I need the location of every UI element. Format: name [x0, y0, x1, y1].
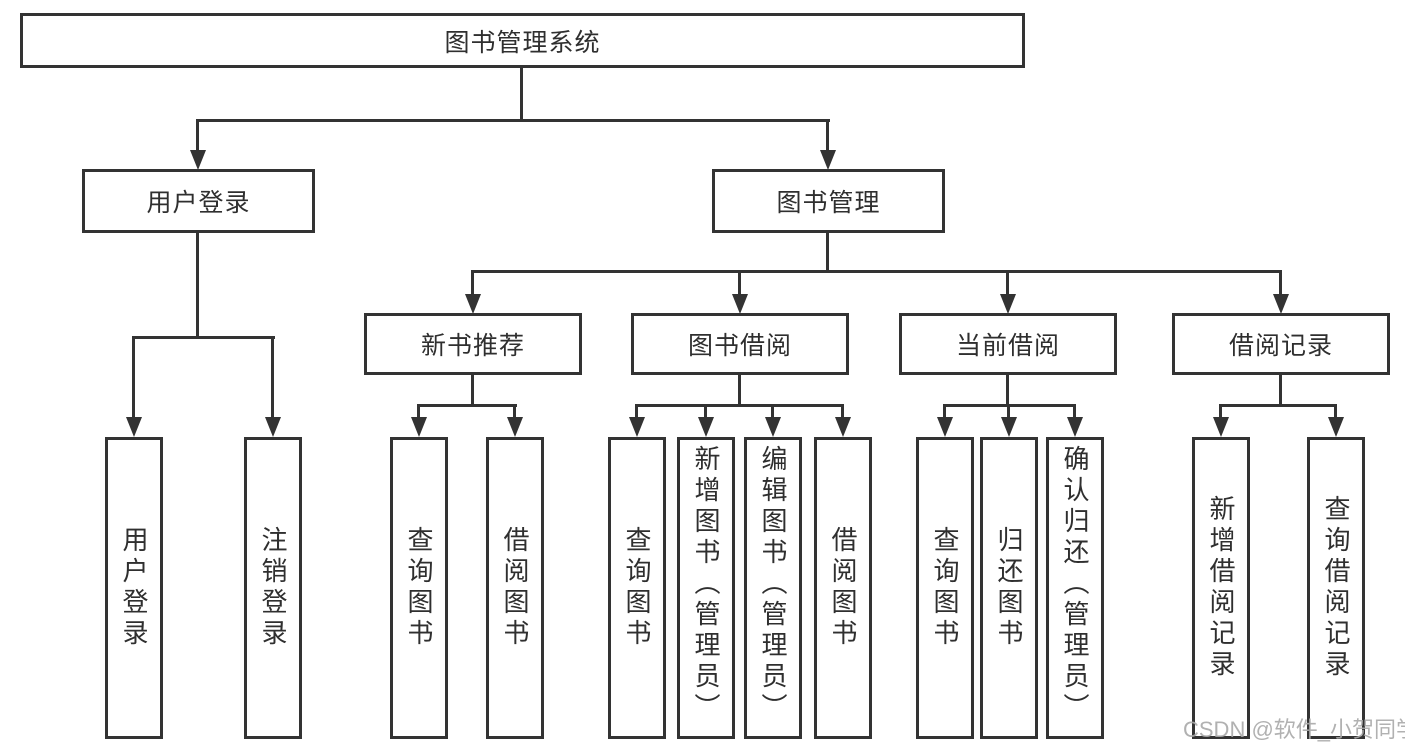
connector-line [513, 404, 516, 420]
connector-line [271, 336, 274, 420]
arrowhead-down-icon [1001, 417, 1017, 437]
node-book-management: 图书管理 [712, 169, 945, 233]
leaf-query-books-1: 查询图书 [390, 437, 448, 739]
arrowhead-down-icon [629, 417, 645, 437]
arrowhead-down-icon [820, 150, 836, 170]
arrowhead-down-icon [1213, 417, 1229, 437]
connector-line [417, 404, 517, 407]
connector-line [1279, 373, 1282, 407]
node-book-borrowing: 图书借阅 [631, 313, 849, 375]
connector-line [1007, 404, 1010, 420]
arrowhead-down-icon [1000, 294, 1016, 314]
arrowhead-down-icon [411, 417, 427, 437]
connector-line [1334, 404, 1337, 420]
arrowhead-down-icon [732, 294, 748, 314]
leaf-query-books-3: 查询图书 [916, 437, 974, 739]
connector-line [471, 373, 474, 407]
connector-line [738, 270, 741, 298]
connector-line [520, 66, 523, 122]
connector-line [635, 404, 844, 407]
connector-line [738, 373, 741, 407]
leaf-logout: 注销登录 [244, 437, 302, 739]
connector-line [943, 404, 946, 420]
connector-line [1006, 373, 1009, 407]
leaf-user-login: 用户登录 [105, 437, 163, 739]
leaf-return-books: 归还图书 [980, 437, 1038, 739]
connector-line [704, 404, 707, 420]
arrowhead-down-icon [190, 150, 206, 170]
connector-line [1219, 404, 1222, 420]
arrowhead-down-icon [465, 294, 481, 314]
connector-line [826, 231, 829, 273]
arrowhead-down-icon [126, 417, 142, 437]
leaf-borrow-books-2: 借阅图书 [814, 437, 872, 739]
node-library-system: 图书管理系统 [20, 13, 1025, 68]
arrowhead-down-icon [698, 417, 714, 437]
leaf-confirm-return-admin: 确认归还（管理员） [1046, 437, 1104, 739]
connector-line [196, 231, 199, 339]
arrowhead-down-icon [765, 417, 781, 437]
connector-line [635, 404, 638, 420]
leaf-query-books-2: 查询图书 [608, 437, 666, 739]
leaf-edit-books-admin: 编辑图书（管理员） [744, 437, 802, 739]
connector-line [471, 270, 1282, 273]
arrowhead-down-icon [937, 417, 953, 437]
arrowhead-down-icon [1328, 417, 1344, 437]
node-borrow-records: 借阅记录 [1172, 313, 1390, 375]
arrowhead-down-icon [1067, 417, 1083, 437]
arrowhead-down-icon [265, 417, 281, 437]
node-user-login: 用户登录 [82, 169, 315, 233]
arrowhead-down-icon [835, 417, 851, 437]
connector-line [196, 119, 830, 122]
connector-line [132, 336, 275, 339]
arrowhead-down-icon [1273, 294, 1289, 314]
connector-line [417, 404, 420, 420]
connector-line [196, 119, 199, 155]
connector-line [471, 270, 474, 298]
node-new-book-recommendation: 新书推荐 [364, 313, 582, 375]
connector-line [841, 404, 844, 420]
connector-line [132, 336, 135, 420]
connector-line [1073, 404, 1076, 420]
connector-line [1279, 270, 1282, 298]
leaf-add-books-admin: 新增图书（管理员） [677, 437, 735, 739]
connector-line [1006, 270, 1009, 298]
node-current-borrowing: 当前借阅 [899, 313, 1117, 375]
connector-line [826, 119, 829, 155]
connector-line [771, 404, 774, 420]
leaf-borrow-books-1: 借阅图书 [486, 437, 544, 739]
connector-line [1219, 404, 1337, 407]
leaf-add-borrow-record: 新增借阅记录 [1192, 437, 1250, 739]
arrowhead-down-icon [507, 417, 523, 437]
csdn-watermark: CSDN @软件_小贺同学 [1183, 717, 1405, 742]
leaf-query-borrow-record: 查询借阅记录 [1307, 437, 1365, 739]
